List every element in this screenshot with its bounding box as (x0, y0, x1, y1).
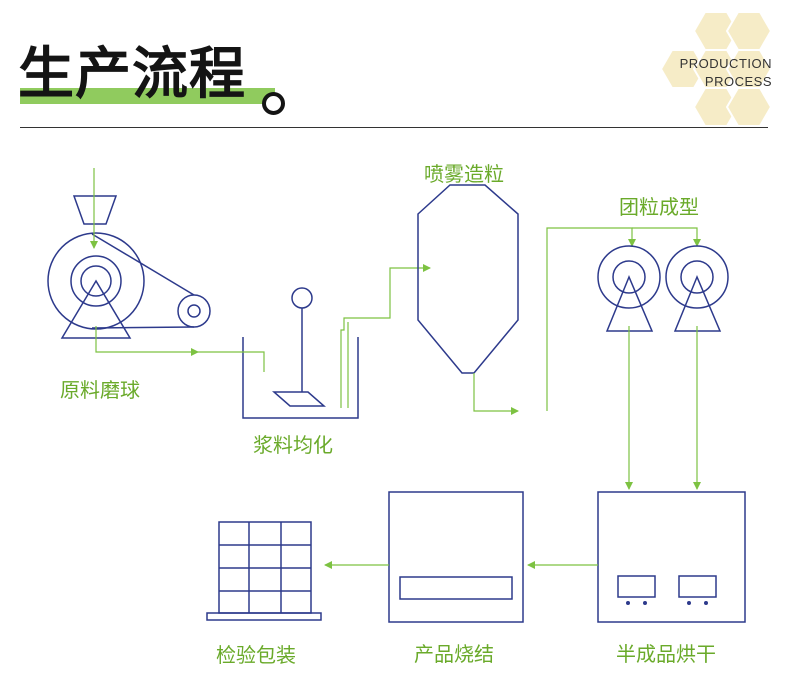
page-subtitle: PRODUCTION PROCESS (680, 55, 772, 91)
dryer-icon (597, 491, 746, 623)
dryer-wheels (626, 601, 708, 605)
step-label-semi-drying: 半成品烘干 (616, 642, 716, 666)
pellet-roller-icon (597, 245, 729, 332)
flow-arrow (90, 168, 199, 356)
step-label-slurry-homogenize: 浆料均化 (253, 433, 333, 457)
pallet-icon (206, 521, 322, 621)
step-label-inspection-packing: 检验包装 (216, 643, 296, 667)
title-period (262, 92, 285, 115)
ball-mill-icon (47, 195, 211, 339)
flow-arrow (625, 326, 701, 490)
subtitle-line-1: PRODUCTION (679, 56, 772, 71)
step-label-spray-granulation: 喷雾造粒 (424, 162, 504, 186)
title-underline (20, 88, 275, 104)
flow-arrow (473, 227, 701, 415)
spray-tower-icon (417, 184, 519, 374)
hexagon-decoration (659, 11, 773, 127)
subtitle-line-2: PROCESS (704, 74, 772, 89)
kiln-icon (388, 491, 524, 623)
slurry-tank-icon (242, 287, 359, 419)
flow-arrow (198, 264, 431, 408)
page-title: 生产流程 (18, 42, 246, 107)
step-label-pellet-forming: 团粒成型 (619, 195, 699, 219)
step-label-product-sintering: 产品烧结 (414, 642, 494, 666)
header-divider (20, 127, 768, 128)
step-label-raw-milling: 原料磨球 (60, 378, 140, 402)
